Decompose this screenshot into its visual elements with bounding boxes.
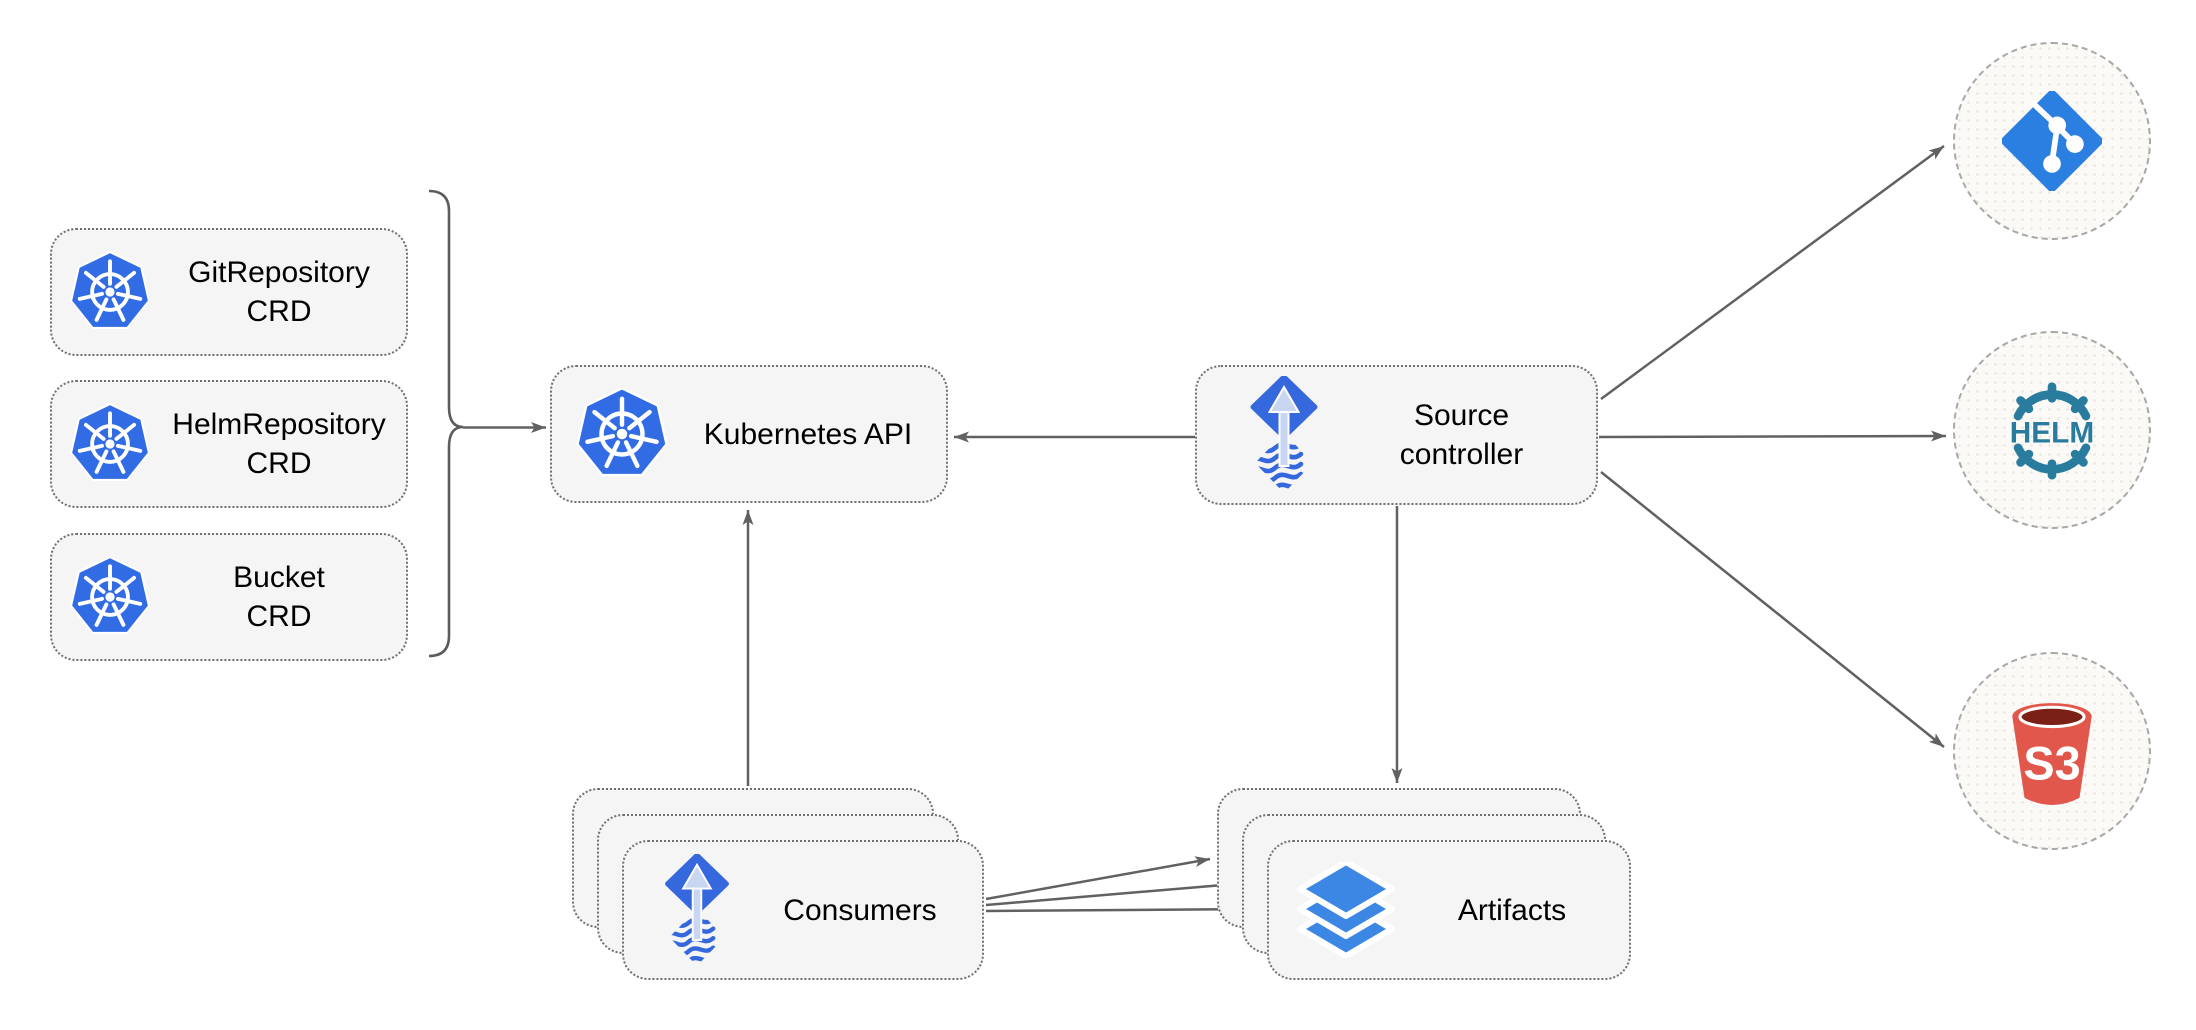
arrow-consumers-to-artifacts-1 [985,856,1211,901]
node-label-line1: Source [1413,399,1510,432]
node-label-line1: HelmRepository [172,408,386,441]
flux-icon [656,853,738,967]
node-source-controller: Source controller [1195,365,1598,505]
s3-bucket-icon: S3 [2005,694,2099,808]
node-label: Kubernetes API [703,417,913,451]
node-label: Source controller [1327,396,1596,474]
arrow-source-controller-to-s3 [1600,471,1945,748]
node-label: Bucket CRD [152,558,406,636]
node-artifacts: Artifacts [1267,840,1631,980]
arrow-source-controller-to-helm [1598,430,1947,442]
endpoint-git [1953,42,2151,240]
node-label-line1: GitRepository [188,256,370,289]
node-label-line2: CRD [246,295,312,328]
kubernetes-icon [68,556,152,638]
node-consumers: Consumers [622,840,984,980]
git-icon [2002,91,2102,191]
node-label-line2: CRD [246,447,312,480]
node-label: GitRepository CRD [152,253,406,331]
layers-icon [1297,862,1395,958]
endpoint-helm: HELM [1953,331,2151,529]
node-label-line1: Bucket [233,561,325,594]
flux-icon [1241,376,1327,494]
kubernetes-icon [68,251,152,333]
node-label: Artifacts [1457,893,1567,927]
node-helmrepository-crd: HelmRepository CRD [50,380,408,508]
helm-icon: HELM [1996,380,2108,480]
node-label: Consumers [783,893,937,927]
node-bucket-crd: Bucket CRD [50,533,408,661]
kubernetes-icon [574,387,670,481]
node-gitrepository-crd: GitRepository CRD [50,228,408,356]
node-kubernetes-api: Kubernetes API [550,365,948,503]
node-label-line2: controller [1399,438,1524,471]
node-label: HelmRepository CRD [152,405,406,483]
arrow-consumers-to-artifacts-2 [985,879,1236,907]
crd-group-bracket [428,189,464,658]
arrow-source-controller-to-git [1600,144,1945,401]
node-label-line2: CRD [246,600,312,633]
kubernetes-icon [68,403,152,485]
endpoint-s3: S3 [1953,652,2151,850]
helm-icon-text: HELM [2010,417,2094,450]
s3-icon-text: S3 [2023,738,2080,790]
